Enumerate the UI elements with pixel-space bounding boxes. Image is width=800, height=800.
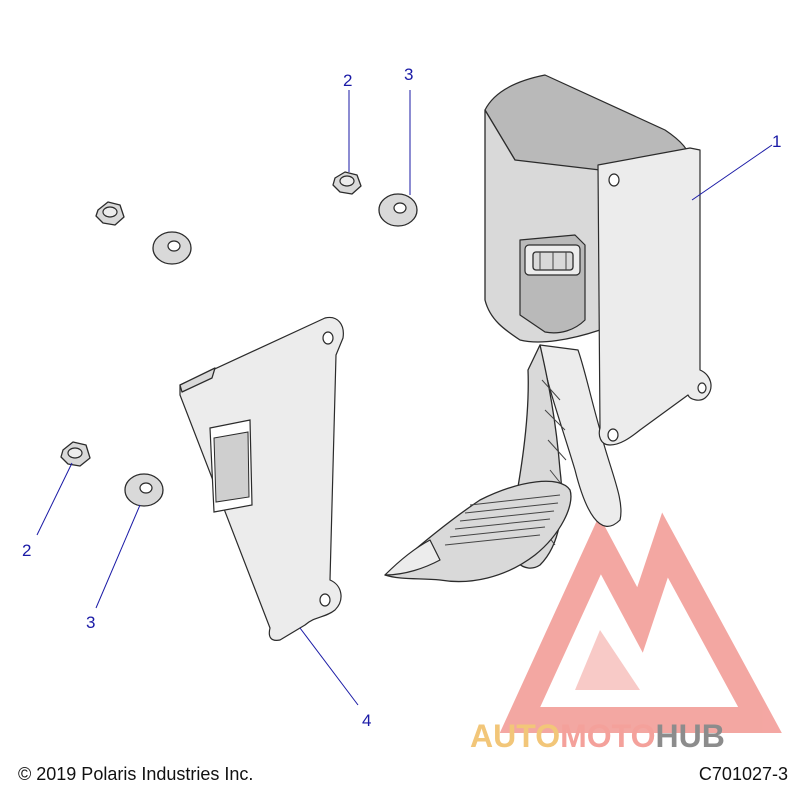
drawing-code: C701027-3 — [698, 764, 788, 784]
leader-1 — [691, 144, 773, 201]
mounting-bracket — [179, 316, 344, 641]
hex-nut-upper-left — [95, 201, 125, 226]
callout-4: 4 — [362, 711, 371, 730]
watermark-moto: MOTO — [560, 718, 656, 754]
leader-3-left — [95, 504, 141, 609]
callout-2-top: 2 — [343, 71, 352, 90]
accelerator-pedal-assembly — [384, 74, 712, 583]
watermark-hub: HUB — [655, 718, 725, 754]
hex-nut-top — [332, 171, 362, 195]
washer-lower-left — [124, 473, 164, 507]
callout-2-left: 2 — [22, 541, 31, 560]
hex-nut-lower-left — [60, 441, 91, 467]
leader-lines — [36, 90, 773, 706]
callout-1: 1 — [772, 132, 781, 151]
callout-3-top: 3 — [404, 65, 413, 84]
watermark-logo-icon — [499, 512, 782, 733]
leader-2-left — [36, 462, 73, 536]
leader-4 — [299, 627, 359, 706]
watermark-text: AUTOMOTOHUB — [470, 718, 725, 755]
callout-3-left: 3 — [86, 613, 95, 632]
washer-upper-left — [152, 231, 192, 265]
copyright-notice: © 2019 Polaris Industries Inc. — [18, 764, 254, 784]
washer-top — [378, 193, 418, 227]
watermark-auto: AUTO — [470, 718, 561, 754]
